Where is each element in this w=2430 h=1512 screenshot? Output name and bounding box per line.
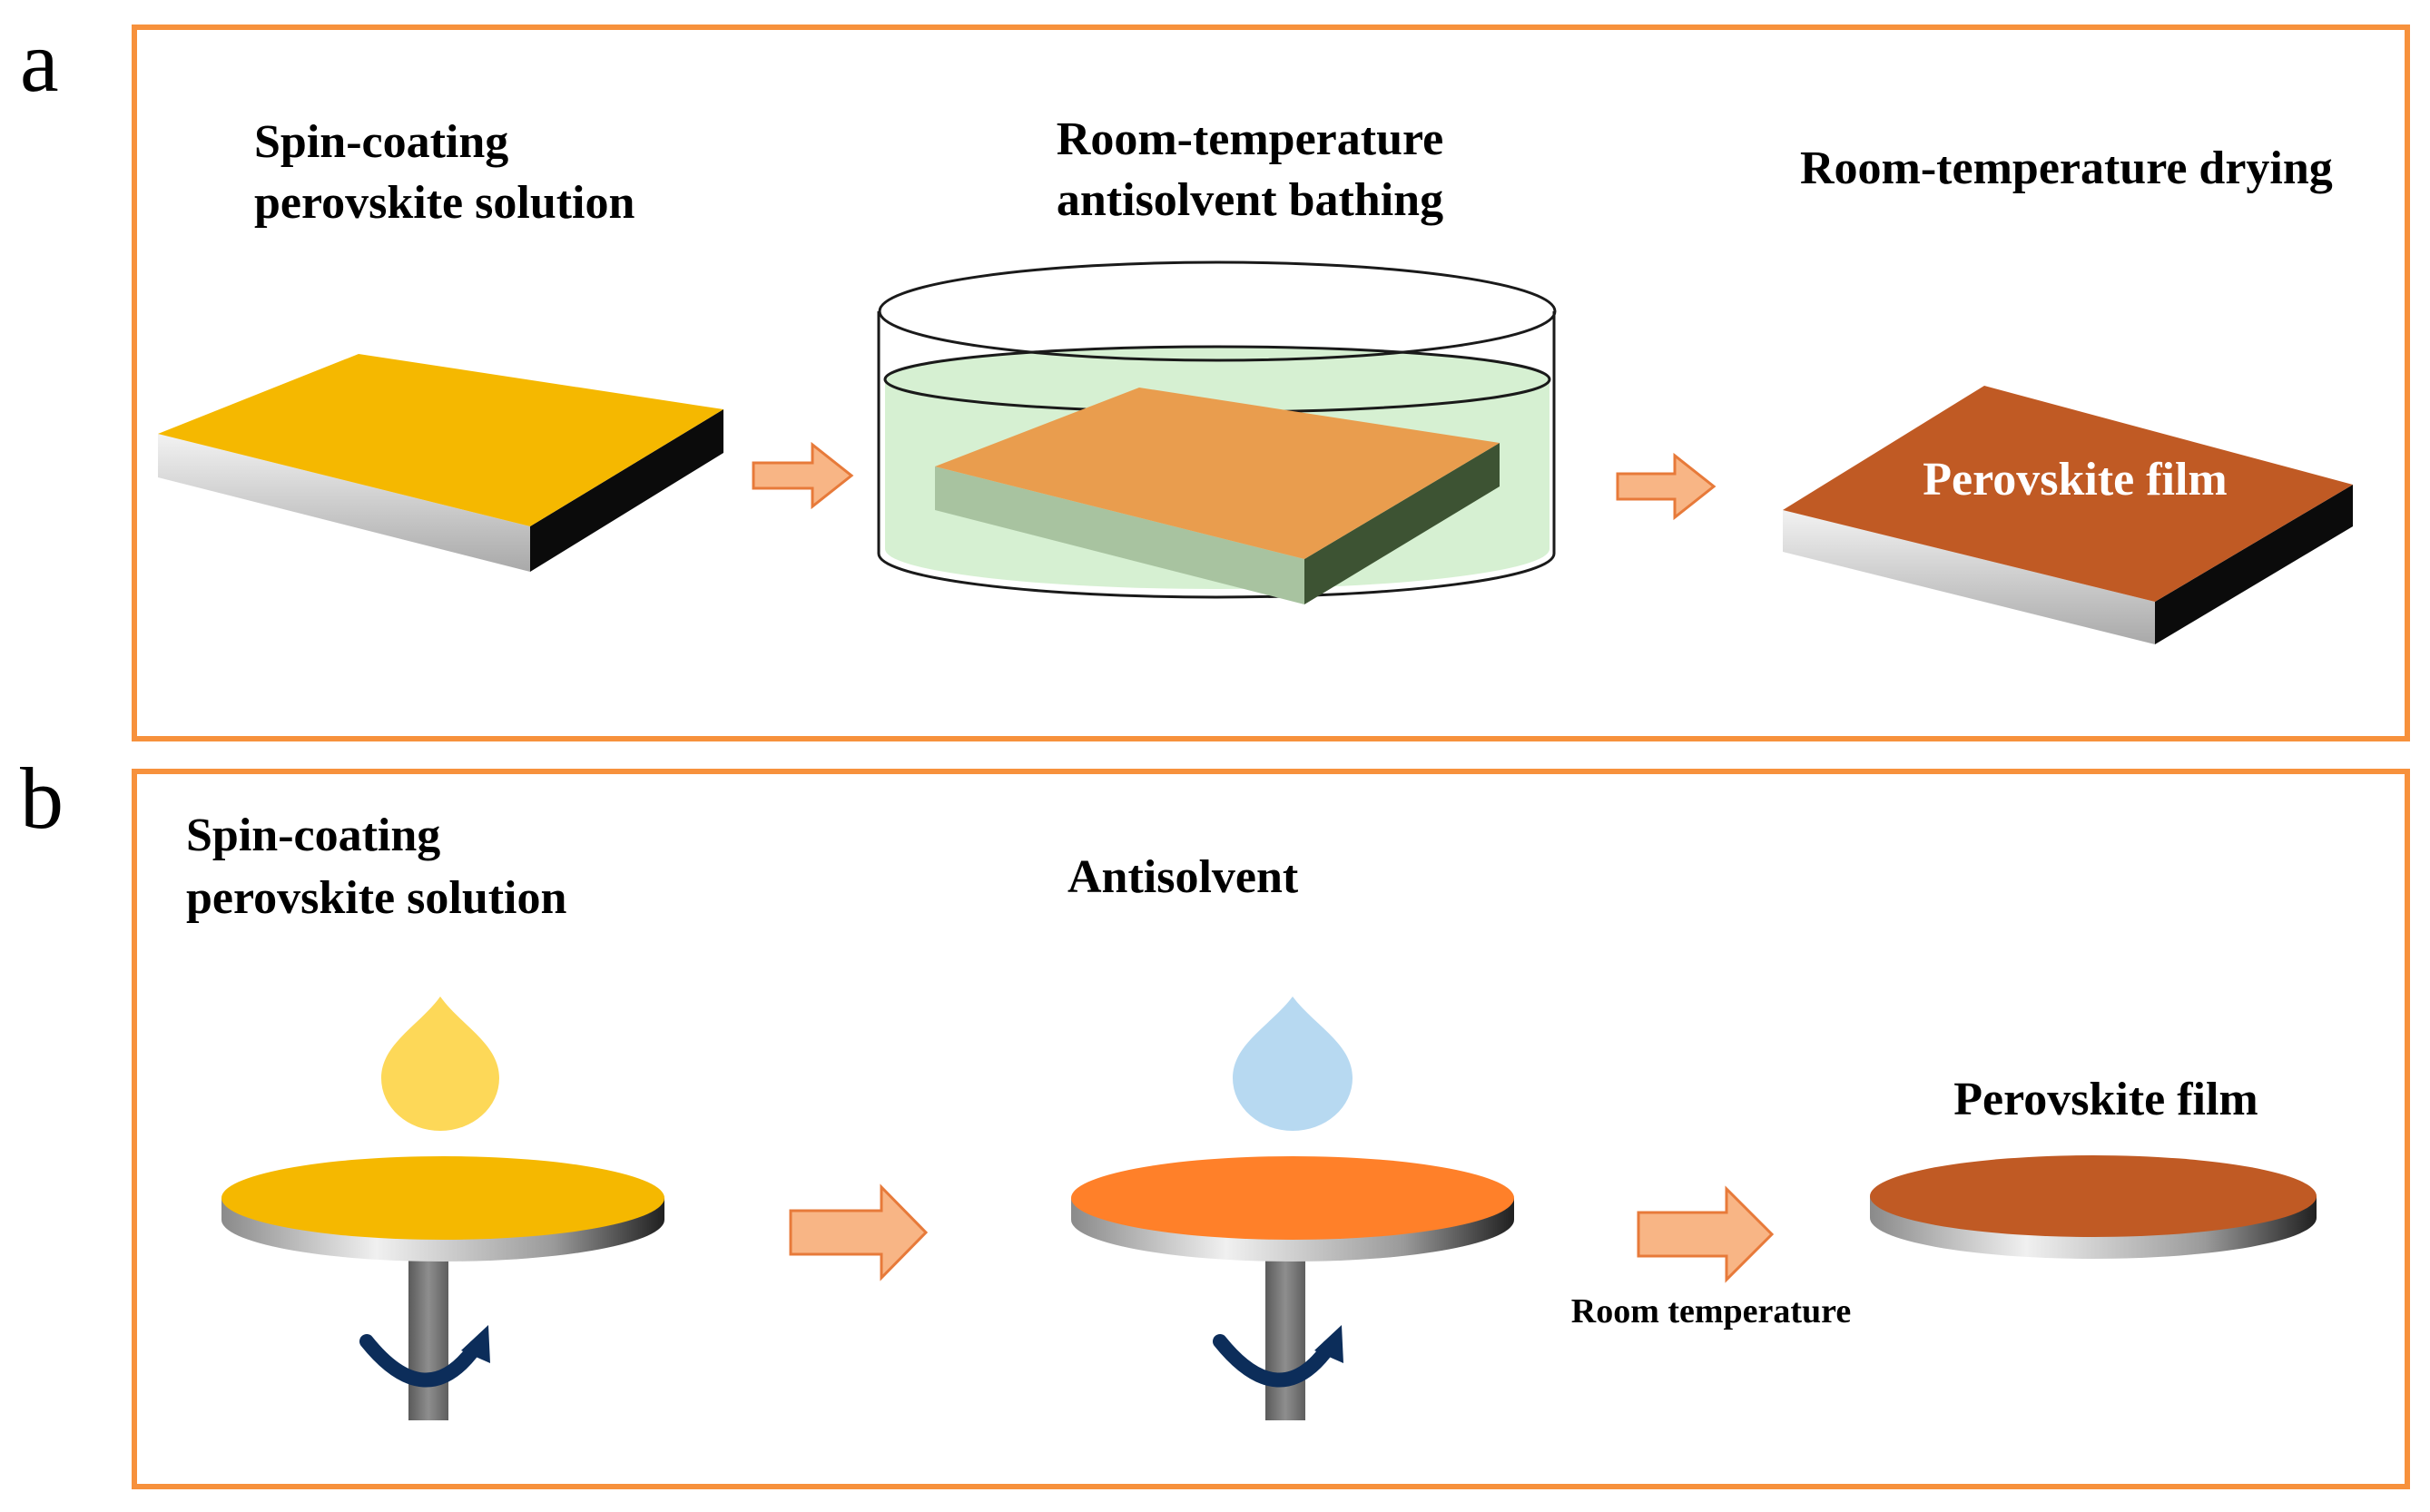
panel-a-letter: a	[20, 13, 59, 110]
right-arrow-icon	[789, 1183, 929, 1281]
panel-b-frame	[132, 769, 2410, 1489]
spin-coater-precursor	[221, 1156, 664, 1420]
droplet-icon	[381, 997, 499, 1131]
right-arrow-icon	[1637, 1185, 1775, 1283]
spin-coater-antisolvent	[1071, 1156, 1514, 1420]
beaker-icon	[877, 260, 1557, 604]
panel-a-step2-label-line1: Room-temperature	[1057, 113, 1443, 165]
panel-a-step1-label-line2: perovskite solution	[254, 177, 635, 229]
panel-b-step1-label-line2: perovskite solution	[186, 872, 567, 924]
panel-a-step3-label: Room-temperature drying	[1800, 142, 2333, 194]
right-arrow-icon	[752, 441, 854, 510]
perovskite-film-label: Perovskite film	[1923, 454, 2228, 506]
right-arrow-icon	[1616, 452, 1717, 521]
droplet-icon	[1233, 997, 1353, 1131]
panel-a-step1-label-line1: Spin-coating	[254, 116, 508, 168]
panel-b-letter: b	[20, 750, 64, 847]
rotation-arrow-icon	[1213, 1325, 1343, 1388]
perovskite-film-disc	[1870, 1155, 2317, 1259]
panel-a-step2-label-line2: antisolvent bathing	[1057, 174, 1443, 226]
substrate-yellow-precursor	[158, 354, 723, 572]
panel-b-step3-label: Perovskite film	[1953, 1074, 2258, 1125]
panel-b-step1-label-line1: Spin-coating	[186, 810, 440, 861]
panel-b-step2-label: Antisolvent	[1067, 851, 1299, 903]
rotation-arrow-icon	[359, 1325, 490, 1388]
substrate-perovskite-film	[1783, 386, 2353, 644]
panel-a-frame	[132, 25, 2410, 741]
room-temperature-caption: Room temperature	[1571, 1292, 1851, 1330]
